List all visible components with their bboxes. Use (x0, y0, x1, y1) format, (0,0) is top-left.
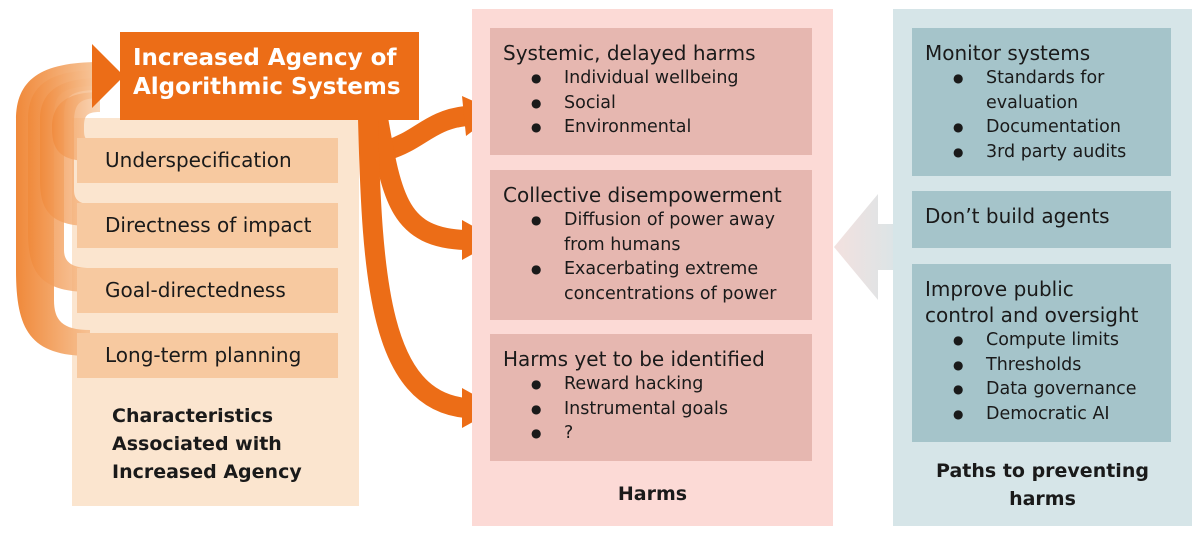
path-title: Don’t build agents (925, 204, 1110, 228)
characteristic-goal-directedness: Goal-directedness (77, 268, 338, 313)
harm-bullet: Instrumental goals (503, 397, 812, 422)
paths-title: Paths to preventing harms (936, 460, 1149, 510)
characteristic-long-term-planning: Long-term planning (77, 333, 338, 378)
harm-bullets: Individual wellbeing Social Environmenta… (503, 66, 812, 140)
path-bullet: Democratic AI (925, 402, 1171, 427)
characteristic-underspecification: Underspecification (77, 138, 338, 183)
harm-box-unidentified: Harms yet to be identified Reward hackin… (490, 334, 812, 461)
harms-title: Harms (617, 483, 688, 505)
harm-bullet: Individual wellbeing (503, 66, 812, 91)
harm-bullet: Environmental (503, 115, 812, 140)
harm-title: Harms yet to be identified (503, 347, 765, 371)
path-bullet: 3rd party audits (925, 140, 1171, 165)
harm-bullet: Diffusion of power away from humans (503, 208, 812, 257)
arrow-to-collective-disempowerment (368, 116, 467, 250)
path-bullet: Standards for evaluation (925, 66, 1171, 115)
harm-title: Systemic, delayed harms (503, 41, 756, 65)
harm-bullet: Reward hacking (503, 372, 812, 397)
harm-box-systemic: Systemic, delayed harms Individual wellb… (490, 28, 812, 155)
path-bullets: Compute limits Thresholds Data governanc… (925, 328, 1171, 426)
path-bullet: Data governance (925, 377, 1171, 402)
increased-agency-box: Increased Agency of Algorithmic Systems (120, 32, 419, 120)
path-bullet: Compute limits (925, 328, 1171, 353)
path-bullet: Thresholds (925, 353, 1171, 378)
left-arrow-shape (834, 194, 910, 300)
path-box-monitor-systems: Monitor systems Standards for evaluation… (912, 28, 1171, 176)
harm-title: Collective disempowerment (503, 183, 782, 207)
path-box-public-control: Improve public control and oversight Com… (912, 264, 1171, 442)
path-bullet: Documentation (925, 115, 1171, 140)
arrow-to-systemic-harms (384, 106, 468, 160)
path-title: Improve public control and oversight (925, 277, 1139, 327)
feedback-curl-arrows (16, 44, 124, 356)
harm-bullet: ? (503, 421, 812, 446)
path-bullets: Standards for evaluation Documentation 3… (925, 66, 1171, 164)
curl-arrowhead (92, 44, 124, 108)
arrow-to-unidentified-harms (358, 117, 468, 418)
path-title: Monitor systems (925, 41, 1091, 65)
harm-bullets: Reward hacking Instrumental goals ? (503, 372, 812, 446)
characteristics-title: Characteristics Associated with Increase… (112, 405, 302, 483)
path-box-dont-build-agents: Don’t build agents (912, 191, 1171, 248)
paths-to-harms-arrow (834, 194, 910, 300)
harm-bullet: Social (503, 91, 812, 116)
harm-bullet: Exacerbating extreme concentrations of p… (503, 257, 812, 306)
characteristic-directness-of-impact: Directness of impact (77, 203, 338, 248)
harm-bullets: Diffusion of power away from humans Exac… (503, 208, 812, 306)
harm-box-collective: Collective disempowerment Diffusion of p… (490, 170, 812, 320)
